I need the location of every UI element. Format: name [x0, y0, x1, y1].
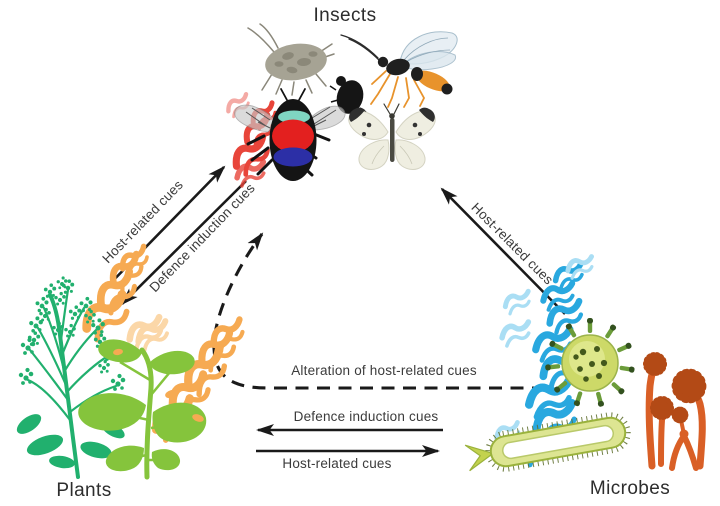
- virus-icon: [544, 318, 635, 408]
- green-plant-icon: [78, 339, 207, 480]
- plants-title: Plants: [56, 480, 112, 501]
- parasitoid-wasp-icon: [340, 31, 458, 108]
- aphid-icon: [247, 23, 335, 96]
- bacterium-icon: [464, 412, 631, 472]
- insects-title: Insects: [313, 5, 377, 26]
- bumblebee-icon: [234, 88, 346, 181]
- butterfly-icon: [348, 103, 436, 170]
- arrow-plants-to-insects: [99, 165, 226, 295]
- label-microbes-to-plants: Defence induction cues: [293, 409, 439, 424]
- fungus-icon: [646, 355, 703, 471]
- label-plants-to-microbes: Host-related cues: [282, 456, 392, 471]
- label-alteration-of-cues: Alteration of host-related cues: [291, 363, 477, 378]
- arrow-insects-to-plants: [120, 180, 247, 306]
- microbes-title: Microbes: [589, 478, 671, 499]
